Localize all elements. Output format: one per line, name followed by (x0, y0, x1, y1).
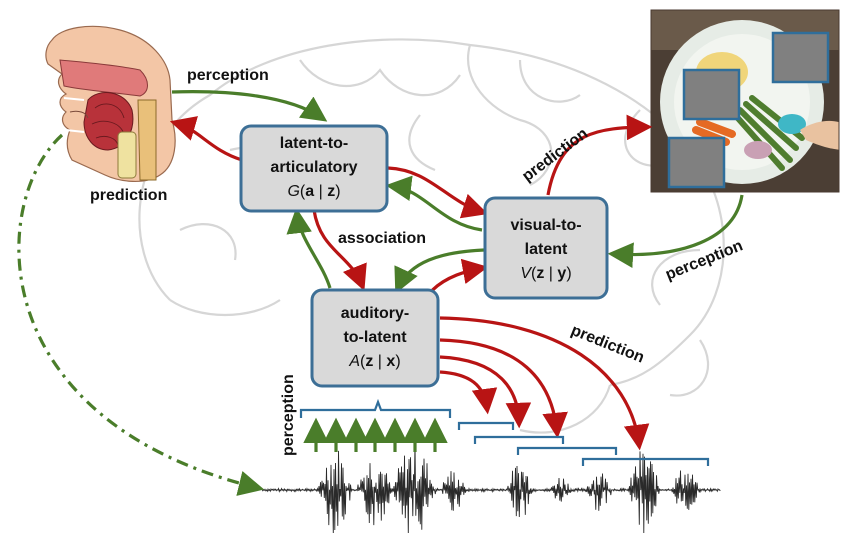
perception-label-top: perception (187, 67, 269, 84)
articulation-to-sound-arrow (17, 133, 265, 496)
module-title-line2: latent (525, 241, 568, 258)
perception-label-visual: perception (663, 237, 745, 283)
vocal-tract-head-icon (45, 25, 176, 182)
prediction-arrow-visual (546, 114, 653, 196)
auditory-to-latent-module: auditory- to-latent A(z | x) (310, 288, 440, 388)
module-title-line1: latent-to- (280, 135, 348, 152)
association-arrow-art-to-aud (312, 209, 367, 291)
latent-to-articulatory-module: latent-to- articulatory G(a | z) (239, 124, 389, 213)
association-arrow-aud-to-vis (426, 258, 489, 297)
food-plate-photo (650, 9, 840, 193)
perception-label-audio: perception (280, 374, 297, 456)
association-arrow-aud-to-art (286, 207, 332, 289)
association-arrow-vis-to-aud (394, 248, 485, 294)
module-formula: A(z | x) (348, 353, 400, 370)
module-title-line2: articulatory (270, 159, 357, 176)
prediction-label-left: prediction (90, 187, 167, 204)
association-arrow-art-to-vis (387, 166, 489, 219)
prediction-window-brackets (457, 421, 710, 466)
speech-waveform (261, 442, 721, 533)
auditory-prediction-arrows (439, 316, 650, 451)
occlusion-patch (682, 68, 741, 121)
module-formula: V(z | y) (520, 265, 571, 282)
prediction-arrow-head (169, 116, 243, 162)
association-arrow-vis-to-art (385, 175, 483, 232)
auditory-perception-arrows (303, 417, 448, 452)
perception-arrow-visual (607, 194, 744, 268)
module-formula: G(a | z) (287, 183, 340, 200)
module-title-line2: to-latent (343, 329, 407, 346)
occlusion-patch (771, 31, 830, 84)
context-window-bracket (299, 398, 452, 418)
occlusion-patch (667, 136, 726, 189)
module-title-line1: auditory- (341, 305, 409, 322)
visual-to-latent-module: visual-to- latent V(z | y) (483, 196, 609, 300)
prediction-label-audio: prediction (569, 322, 647, 367)
module-title-line1: visual-to- (510, 217, 581, 234)
waveform-trace (261, 442, 721, 533)
prediction-label-visual: prediction (519, 125, 591, 185)
association-label: association (338, 230, 426, 247)
perception-arrow-head (171, 90, 328, 122)
